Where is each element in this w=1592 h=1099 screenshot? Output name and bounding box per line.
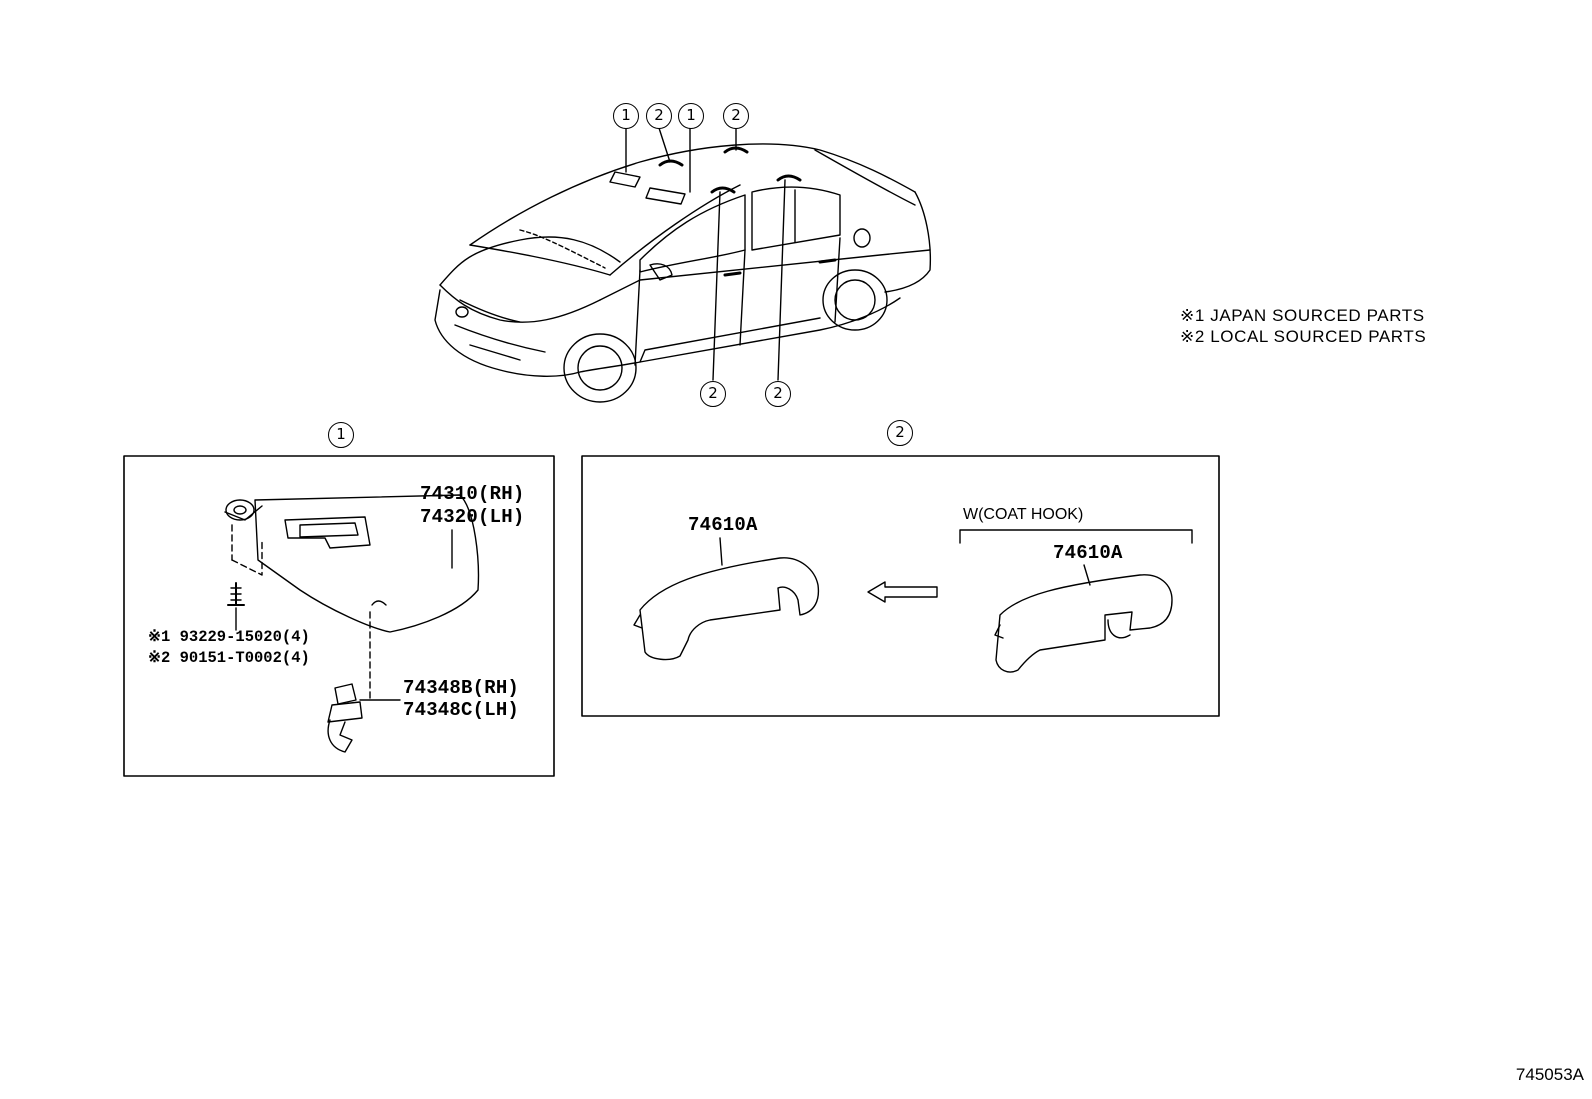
replacement-arrow: [867, 581, 938, 603]
legend-japan-sourced: ※1 JAPAN SOURCED PARTS: [1180, 306, 1425, 325]
marker-2-side-grip-rear: 2: [765, 381, 791, 407]
part-holder-lh: 74348C(LH): [403, 699, 520, 721]
sun-visor-shape: [254, 494, 480, 633]
marker-2-roof-grip-front: 2: [646, 103, 672, 129]
marker-1-sunvisor-rear: 1: [678, 103, 704, 129]
panel-1-frame: [123, 455, 555, 777]
part-screw-japan: ※1 93229-15020(4): [148, 628, 310, 646]
legend-local-sourced: ※2 LOCAL SOURCED PARTS: [1180, 327, 1427, 346]
part-assist-grip: 74610A: [688, 514, 758, 536]
panel-2-frame: [581, 455, 1220, 717]
variant-coat-hook-caption: W(COAT HOOK): [963, 506, 1084, 523]
panel-2-marker: 2: [887, 420, 913, 446]
car-illustration: [434, 127, 932, 403]
assist-grip-left-shape: [639, 557, 820, 661]
part-visor-lh: 74320(LH): [420, 506, 525, 528]
part-holder-rh: 74348B(RH): [403, 677, 520, 699]
marker-2-roof-grip-rear: 2: [723, 103, 749, 129]
assist-grip-right-shape: [995, 574, 1173, 673]
part-screw-local: ※2 90151-T0002(4): [148, 649, 310, 667]
marker-1-sunvisor-front: 1: [613, 103, 639, 129]
panel-1-marker: 1: [328, 422, 354, 448]
part-visor-rh: 74310(RH): [420, 483, 525, 505]
diagram-reference-code: 745053A: [1515, 1065, 1584, 1084]
part-assist-grip-coat-hook: 74610A: [1053, 542, 1123, 564]
marker-2-side-grip-front: 2: [700, 381, 726, 407]
